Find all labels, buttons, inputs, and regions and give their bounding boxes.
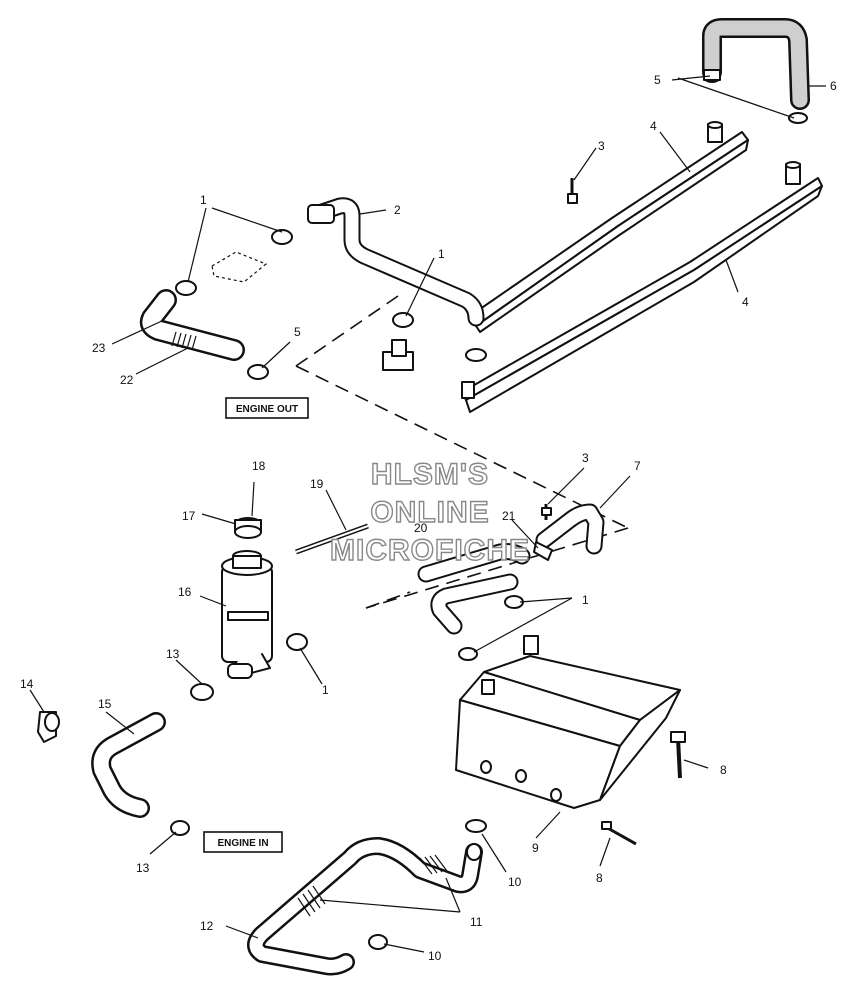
clamp-5	[788, 112, 808, 124]
clamp-5	[247, 364, 269, 380]
clamp-1	[175, 280, 197, 296]
heat-exchanger-4-upper	[469, 121, 749, 333]
callout-3: 3	[582, 451, 589, 465]
engine-in-label: ENGINE IN	[203, 831, 283, 853]
clamp-1	[286, 633, 308, 651]
callout-13: 13	[166, 647, 180, 661]
muffler-16	[221, 550, 273, 679]
callout-1: 1	[322, 683, 329, 697]
callout-23: 23	[92, 341, 106, 355]
callout-4: 4	[742, 295, 749, 309]
clamp-1	[465, 348, 487, 362]
clamp-10	[465, 819, 487, 833]
callout-20: 20	[414, 521, 428, 535]
callout-9: 9	[532, 841, 539, 855]
callout-5: 5	[294, 325, 301, 339]
callout-3: 3	[598, 139, 605, 153]
leader-lines	[29, 75, 826, 953]
callout-14: 14	[20, 677, 34, 691]
hose-2-fitting	[307, 204, 335, 224]
clamp-5-body	[703, 69, 721, 81]
clamp-10	[368, 934, 388, 950]
exhaust-hose-23	[139, 289, 245, 361]
callout-5: 5	[654, 73, 661, 87]
callout-12: 12	[200, 919, 214, 933]
clamp-13	[170, 820, 190, 836]
watermark-line-1: HLSM'S	[371, 458, 489, 491]
callout-19: 19	[310, 477, 324, 491]
exchanger-fitting-neck	[391, 339, 407, 357]
tank-9	[455, 635, 681, 809]
bracket-14	[37, 711, 60, 743]
bracket-21	[533, 541, 553, 561]
bolt-3	[541, 504, 552, 520]
callout-1: 1	[438, 247, 445, 261]
crossover-hose-6	[702, 18, 810, 110]
callout-13: 13	[136, 861, 150, 875]
callout-10: 10	[428, 949, 442, 963]
hose-lower-center	[430, 573, 519, 635]
hose-12	[247, 837, 483, 976]
watermark: HLSM'S ONLINE MICROFICHE	[329, 457, 530, 567]
clamp-13	[190, 683, 214, 701]
callout-21: 21	[502, 509, 516, 523]
dashed-boundary-line	[365, 591, 411, 609]
clamp-1	[458, 647, 478, 661]
engine-out-label: ENGINE OUT	[225, 397, 309, 419]
engine-out-text: ENGINE OUT	[236, 404, 298, 415]
callout-8: 8	[596, 871, 603, 885]
callout-22: 22	[120, 373, 134, 387]
dashed-boundary-line	[295, 365, 629, 529]
callout-15: 15	[98, 697, 112, 711]
heat-exchanger-4-lower	[461, 161, 823, 413]
bellows-11	[297, 854, 448, 917]
dashed-boundary-line	[365, 527, 629, 609]
callout-17: 17	[182, 509, 196, 523]
watermark-line-3: MICROFICHE	[330, 534, 530, 567]
callout-4: 4	[650, 119, 657, 133]
bolt-8	[601, 821, 637, 846]
clamp-1	[392, 312, 414, 328]
callout-18: 18	[252, 459, 266, 473]
callout-11: 11	[470, 915, 483, 929]
bolt-8	[670, 731, 686, 779]
callout-1: 1	[200, 193, 207, 207]
clamp-1	[271, 229, 293, 245]
callout-2: 2	[394, 203, 401, 217]
callout-16: 16	[178, 585, 192, 599]
callout-7: 7	[634, 459, 641, 473]
callout-8: 8	[720, 763, 727, 777]
hose-2	[307, 197, 485, 327]
fitting-ghost	[211, 251, 268, 283]
hose-15	[91, 712, 166, 818]
callout-6: 6	[830, 79, 837, 93]
hose-12-end	[466, 843, 482, 861]
callout-10: 10	[508, 875, 522, 889]
engine-in-text: ENGINE IN	[217, 838, 268, 849]
callout-1: 1	[582, 593, 589, 607]
cap-17-bottom	[234, 525, 262, 539]
hose-20	[417, 543, 531, 583]
bellows-22	[171, 331, 197, 351]
hose-7	[535, 503, 605, 555]
watermark-line-2: ONLINE	[370, 496, 489, 529]
tube-19	[295, 523, 369, 555]
callout-numbers: 1 2 3 4 5 6 4 1 5 23 22 3 7 21 20 19 18 …	[20, 73, 837, 963]
bolt-3	[567, 178, 578, 204]
